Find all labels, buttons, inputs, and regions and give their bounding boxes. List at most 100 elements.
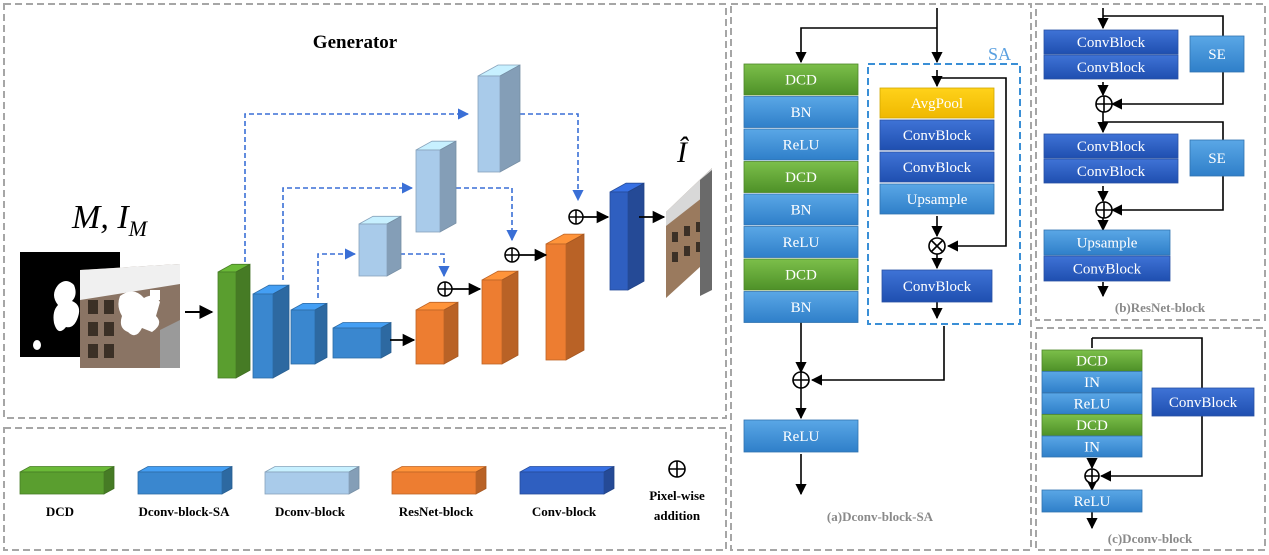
dconv-sa-block-3: [332, 321, 392, 359]
generator-title: Generator: [313, 32, 398, 53]
panel-c: [1035, 327, 1266, 551]
panel-a-block-6: ReLU: [743, 226, 859, 258]
dcd-block: [217, 263, 251, 379]
sa-block-3-label: ConvBlock: [903, 160, 972, 176]
panel-a-final-relu: ReLU: [743, 419, 859, 453]
legend-label-2: Dconv-block-SA: [138, 504, 230, 519]
panel-a-block-3-label: ReLU: [783, 138, 820, 154]
panel-b-g3-block-2: ConvBlock: [1043, 255, 1171, 282]
sa-block-2: ConvBlock: [879, 119, 995, 151]
panel-c-block-3: ReLU: [1041, 392, 1143, 415]
legend-swatch-5: [519, 465, 615, 495]
panel-a-arrows: [795, 8, 1007, 496]
panel-a-block-5: BN: [743, 193, 859, 226]
panel-b-g1-block-2-label: ConvBlock: [1077, 60, 1146, 76]
panel-a-block-1-label: DCD: [785, 73, 817, 89]
panel-b-se-1: SE: [1189, 35, 1245, 73]
panel-a-caption: (a)Dconv-block-SA: [827, 509, 934, 524]
panel-a-block-8: BN: [743, 291, 859, 323]
panel-c-block-4-label: DCD: [1076, 418, 1108, 434]
panel-b-add-nodes: [1095, 95, 1113, 219]
resnet-block-1: [415, 301, 459, 365]
legend-addition: Pixel-wise addition: [649, 460, 705, 523]
panel-c-add-node: [1084, 468, 1100, 484]
panel-b-g2-block-1-label: ConvBlock: [1077, 139, 1146, 155]
panel-a-block-4: DCD: [743, 161, 859, 193]
sa-convblock-label: ConvBlock: [903, 279, 972, 295]
generator-panel: [3, 3, 727, 419]
dconv-sa-block-1: [252, 284, 290, 379]
panel-c-block-1: DCD: [1041, 349, 1143, 372]
conv-block: [609, 182, 645, 291]
sa-block-3: ConvBlock: [879, 151, 995, 183]
panel-c-side-convblock-label: ConvBlock: [1169, 395, 1238, 411]
panel-c-block-3-label: ReLU: [1074, 397, 1111, 413]
panel-a-block-6-label: ReLU: [783, 235, 820, 251]
panel-a-block-4-label: DCD: [785, 170, 817, 186]
panel-a-block-2: BN: [743, 96, 859, 128]
panel-b-g3-block-2-label: ConvBlock: [1073, 262, 1142, 278]
panel-b-blocks: ConvBlockConvBlockSEConvBlockConvBlockSE…: [1043, 29, 1245, 282]
legend-addition-label-1: Pixel-wise: [649, 488, 705, 503]
panel-a-sa-stack: AvgPoolConvBlockConvBlockUpsampleConvBlo…: [879, 87, 995, 303]
resnet-block-2: [481, 270, 519, 365]
panel-c-block-4: DCD: [1041, 414, 1143, 436]
panel-a-block-5-label: BN: [791, 203, 812, 219]
legend-swatch-1: [19, 465, 115, 495]
legend-swatch-2: [137, 465, 233, 495]
sa-block-1-label: AvgPool: [911, 96, 963, 112]
legend-label-5: Conv-block: [532, 504, 597, 519]
input-label: M, IM: [71, 199, 149, 241]
panel-c-side-convblock: ConvBlock: [1151, 387, 1255, 417]
sa-block-4: Upsample: [879, 183, 995, 215]
panel-a-block-3: ReLU: [743, 128, 859, 161]
dconv-block-3: [477, 64, 521, 173]
panel-a-block-8-label: BN: [791, 300, 812, 316]
sa-box: [867, 63, 1021, 325]
legend-addition-label-2: addition: [654, 508, 701, 523]
panel-c-block-5-label: IN: [1084, 440, 1100, 456]
panel-a-block-2-label: BN: [791, 105, 812, 121]
panel-a-block-1: DCD: [743, 63, 859, 96]
legend-label-4: ResNet-block: [399, 504, 474, 519]
output-image: [666, 168, 712, 298]
panel-b-se-1-label: SE: [1208, 47, 1226, 63]
panel-b-g2-block-2: ConvBlock: [1043, 158, 1179, 184]
panel-a-block-7: DCD: [743, 258, 859, 291]
panel-c-caption: (c)Dconv-block: [1108, 531, 1193, 546]
panel-b-g3-block-1-label: Upsample: [1077, 236, 1138, 252]
panel-b-g1-block-2: ConvBlock: [1043, 54, 1179, 80]
panel-c-final-relu: ReLU: [1041, 489, 1143, 513]
panel-b-se-2: SE: [1189, 139, 1245, 177]
panel-a-block-7-label: DCD: [785, 268, 817, 284]
legend-label-3: Dconv-block: [275, 504, 346, 519]
dconv-block-1: [358, 215, 402, 277]
skip-connections: [244, 108, 584, 298]
sa-block-2-label: ConvBlock: [903, 128, 972, 144]
output-label: Î: [676, 136, 689, 169]
panel-b-g1-block-1: ConvBlock: [1043, 29, 1179, 55]
masked-input-image: [80, 264, 180, 368]
generator-additions: [437, 209, 584, 297]
sa-block-4-label: Upsample: [907, 192, 968, 208]
sa-label: SA: [988, 44, 1011, 64]
panel-b: [1035, 3, 1266, 321]
multiply-node: [928, 237, 946, 255]
panel-c-block-5: IN: [1041, 435, 1143, 458]
panel-b-g2-block-1: ConvBlock: [1043, 133, 1179, 159]
dconv-block-2: [415, 140, 457, 233]
generator-blocks: [217, 64, 645, 379]
legend-swatch-4: [391, 465, 487, 495]
legend-panel: [3, 427, 727, 551]
panel-b-caption: (b)ResNet-block: [1115, 300, 1206, 315]
panel-a-left-stack: DCD BN ReLU DCD BN ReLU DCD BN ReLU: [743, 63, 859, 453]
panel-c-block-2-label: IN: [1084, 375, 1100, 391]
sa-block-1: AvgPool: [879, 87, 995, 119]
panel-b-g1-block-1-label: ConvBlock: [1077, 35, 1146, 51]
panel-b-se-2-label: SE: [1208, 151, 1226, 167]
panel-a-add-node: [792, 371, 810, 389]
legend-swatch-3: [264, 465, 360, 495]
